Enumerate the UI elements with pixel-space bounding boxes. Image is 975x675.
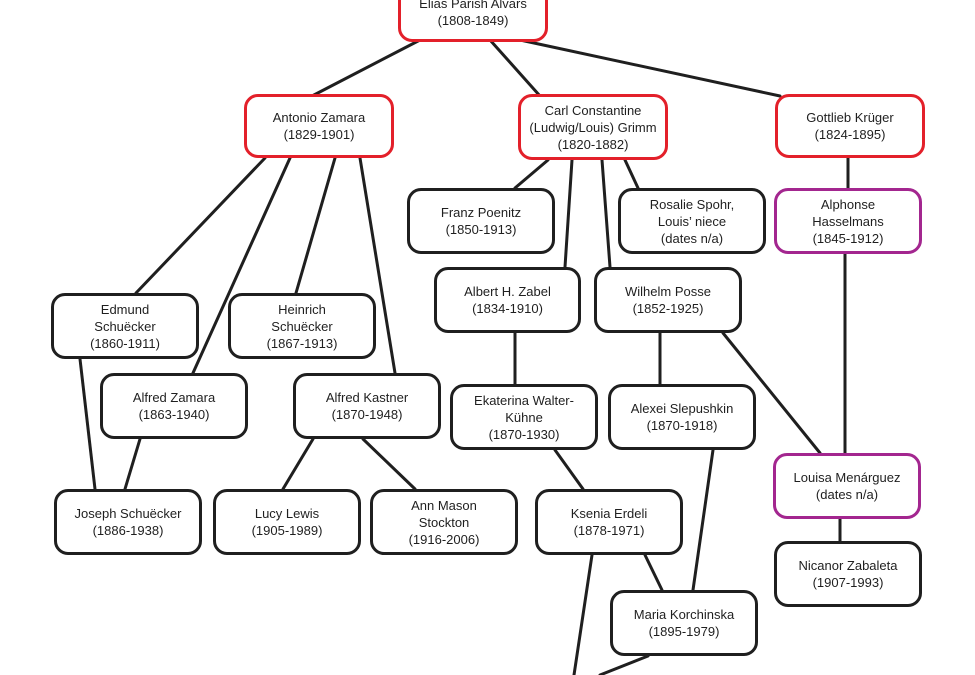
person-dates: (1870-1930) xyxy=(488,426,560,442)
person-name-line: Nicanor Zabaleta xyxy=(798,558,898,573)
person-dates: (1850-1913) xyxy=(445,222,517,237)
person-name-line: Rosalie Spohr, xyxy=(649,196,735,212)
person-dates: (1829-1901) xyxy=(283,127,355,142)
person-name-line: Schuëcker xyxy=(94,318,156,334)
person-node-lewis: Lucy Lewis (1905-1989) xyxy=(213,489,361,555)
person-node-erdeli: Ksenia Erdeli (1878-1971) xyxy=(535,489,683,555)
person-name-line: Lucy Lewis xyxy=(254,506,320,521)
edge-zamara_a-kastner xyxy=(358,156,397,375)
person-dates: (1808-1849) xyxy=(437,13,509,28)
edge-edmund-joseph xyxy=(78,357,97,491)
person-dates: (1905-1989) xyxy=(251,523,323,538)
edge-slepushkin-korchinska xyxy=(691,448,715,592)
edge-erdeli-korchinska xyxy=(643,553,664,592)
person-name-line: Ann Mason xyxy=(411,497,477,513)
person-name-line: Albert H. Zabel xyxy=(464,284,551,299)
edge-korchinska-offpage_b xyxy=(598,654,650,675)
person-name-line: Maria Korchinska xyxy=(633,607,735,622)
person-name-line: Kühne xyxy=(505,409,543,425)
edge-alvars-kruger xyxy=(518,38,782,98)
person-node-kruger: Gottlieb Krüger (1824-1895) xyxy=(775,94,925,158)
person-dates: (1834-1910) xyxy=(472,301,543,316)
person-name-line: Ksenia Erdeli xyxy=(570,506,648,521)
person-dates: (1863-1940) xyxy=(138,407,210,422)
person-dates: (1867-1913) xyxy=(266,335,338,351)
person-name-line: Alfred Zamara xyxy=(132,390,216,405)
edge-zamara_a-alfred_z xyxy=(191,156,292,375)
edge-alvars-zamara_a xyxy=(310,38,422,98)
person-dates: (1860-1911) xyxy=(90,335,160,351)
edge-zamara_a-edmund xyxy=(134,156,267,295)
person-node-poenitz: Franz Poenitz (1850-1913) xyxy=(407,188,555,254)
edge-kastner-stockton xyxy=(361,437,417,491)
edge-grimm-posse xyxy=(600,158,612,269)
person-dates: (1878-1971) xyxy=(573,523,645,538)
edge-grimm-poenitz xyxy=(513,158,550,190)
person-node-slepushkin: Alexei Slepushkin (1870-1918) xyxy=(608,384,756,450)
person-dates: (1852-1925) xyxy=(632,301,704,316)
person-node-grimm: Carl Constantine(Ludwig/Louis) Grimm(182… xyxy=(518,94,668,160)
person-name-line: Stockton xyxy=(418,514,470,530)
edge-kastner-lewis xyxy=(281,437,315,491)
person-dates: (1886-1938) xyxy=(92,523,164,538)
edge-grimm-spohr xyxy=(623,158,640,190)
person-name-line: Franz Poenitz xyxy=(440,205,522,220)
person-node-spohr: Rosalie Spohr,Louis’ niece(dates n/a) xyxy=(618,188,766,254)
person-dates: (1845-1912) xyxy=(812,230,884,246)
edge-posse-menarguez xyxy=(721,331,822,455)
person-dates: (1824-1895) xyxy=(814,127,886,142)
person-name-line: (Ludwig/Louis) Grimm xyxy=(529,119,657,135)
person-name-line: Schuëcker xyxy=(271,318,333,334)
person-dates: (dates n/a) xyxy=(660,230,724,246)
person-node-joseph: Joseph Schuëcker (1886-1938) xyxy=(54,489,202,555)
person-name-line: Heinrich xyxy=(278,301,326,317)
person-name-line: Alfred Kastner xyxy=(325,390,409,405)
person-dates: (1870-1948) xyxy=(331,407,403,422)
person-name-line: Antonio Zamara xyxy=(272,110,366,125)
person-name-line: Carl Constantine xyxy=(544,102,642,118)
person-name-line: Alexei Slepushkin xyxy=(630,401,734,416)
person-name-line: Hasselmans xyxy=(812,213,884,229)
person-name-line: Elias Parish Alvars xyxy=(419,0,527,11)
person-node-zabaleta: Nicanor Zabaleta (1907-1993) xyxy=(774,541,922,607)
edge-alvars-grimm xyxy=(488,38,542,98)
person-node-walter: Ekaterina Walter-Kühne(1870-1930) xyxy=(450,384,598,450)
person-name-line: Louisa Menárguez xyxy=(793,470,901,485)
person-name-line: Joseph Schuëcker xyxy=(74,506,182,521)
person-name-line: Gottlieb Krüger xyxy=(806,110,894,125)
edge-erdeli-offpage_a xyxy=(572,553,594,675)
person-dates: (1907-1993) xyxy=(812,575,884,590)
person-name-line: Alphonse xyxy=(820,196,876,212)
edge-grimm-zabel xyxy=(563,158,574,269)
person-node-alvars: Elias Parish Alvars (1808-1849) xyxy=(398,0,548,42)
edge-zamara_a-heinrich xyxy=(294,156,337,295)
person-dates: (1916-2006) xyxy=(408,531,480,547)
person-node-korchinska: Maria Korchinska (1895-1979) xyxy=(610,590,758,656)
person-node-alfred_z: Alfred Zamara (1863-1940) xyxy=(100,373,248,439)
person-dates: (dates n/a) xyxy=(815,487,879,502)
edge-walter-erdeli xyxy=(553,448,585,491)
person-name-line: Edmund xyxy=(100,301,150,317)
person-node-kastner: Alfred Kastner (1870-1948) xyxy=(293,373,441,439)
person-node-menarguez: Louisa Menárguez (dates n/a) xyxy=(773,453,921,519)
person-dates: (1820-1882) xyxy=(557,136,629,152)
person-dates: (1870-1918) xyxy=(646,418,718,433)
person-name-line: Wilhelm Posse xyxy=(625,284,711,299)
person-node-zamara_a: Antonio Zamara (1829-1901) xyxy=(244,94,394,158)
edge-alfred_z-joseph xyxy=(123,437,142,491)
person-dates: (1895-1979) xyxy=(648,624,720,639)
person-node-posse: Wilhelm Posse (1852-1925) xyxy=(594,267,742,333)
person-name-line: Louis’ niece xyxy=(657,213,727,229)
person-node-zabel: Albert H. Zabel (1834-1910) xyxy=(434,267,581,333)
person-name-line: Ekaterina Walter- xyxy=(474,392,574,408)
